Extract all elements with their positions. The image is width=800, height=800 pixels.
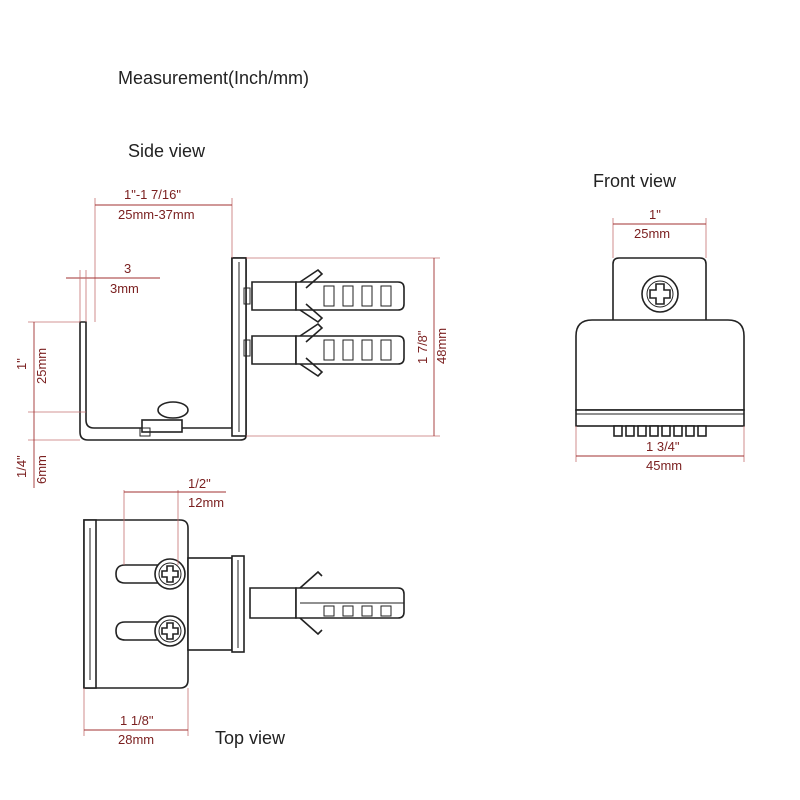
dim-front-top-mm: 25mm: [634, 226, 670, 241]
dim-top-width-mm: 28mm: [118, 732, 154, 747]
dim-side-base-in: 1/4": [14, 455, 29, 478]
front-base-strip: [575, 409, 745, 427]
front-body: [575, 319, 745, 411]
dim-front-top-in: 1": [649, 207, 661, 222]
dim-side-height-in: 1": [14, 358, 29, 370]
dim-top-width-in: 1 1/8": [120, 713, 154, 728]
set-screw-head: [157, 401, 189, 419]
side-bracket-profile: [79, 257, 247, 441]
dim-side-base-mm: 6mm: [34, 455, 49, 484]
front-view: 1" 25mm 1 3/4" 45mm: [575, 207, 745, 473]
dim-top-slot-in: 1/2": [188, 476, 211, 491]
dim-side-height-mm: 25mm: [34, 348, 49, 384]
dim-top-slot-mm: 12mm: [188, 495, 224, 510]
top-view-label: Top view: [215, 728, 286, 748]
dim-front-width-in: 1 3/4": [646, 439, 680, 454]
dim-side-width-in: 1"-1 7/16": [124, 187, 181, 202]
top-neck: [187, 557, 233, 651]
dim-side-lip-mm: 3mm: [110, 281, 139, 296]
dim-side-total-in: 1 7/8": [415, 330, 430, 364]
set-screw: [141, 419, 183, 433]
side-view: 1"-1 7/16" 25mm-37mm 3 3mm 1" 25mm 1/4" …: [14, 187, 449, 488]
front-view-label: Front view: [593, 171, 677, 191]
dim-side-total-mm: 48mm: [434, 328, 449, 364]
front-teeth: [613, 425, 707, 437]
set-screw-base: [139, 427, 151, 437]
phillips-screw-icon: [154, 615, 186, 647]
wall-anchor-lower: [251, 322, 405, 378]
top-plate: [83, 519, 189, 689]
dim-side-lip-in: 3: [124, 261, 131, 276]
top-view: 1/2" 12mm 1 1/8" 28mm: [83, 476, 405, 747]
side-view-label: Side view: [128, 141, 206, 161]
dim-front-width-mm: 45mm: [646, 458, 682, 473]
phillips-screw-icon: [154, 558, 186, 590]
wall-anchor-upper: [251, 268, 405, 324]
dim-side-width-mm: 25mm-37mm: [118, 207, 195, 222]
wall-anchor-top: [249, 570, 405, 636]
page-title: Measurement(Inch/mm): [118, 68, 310, 88]
phillips-screw-icon: [641, 275, 679, 313]
